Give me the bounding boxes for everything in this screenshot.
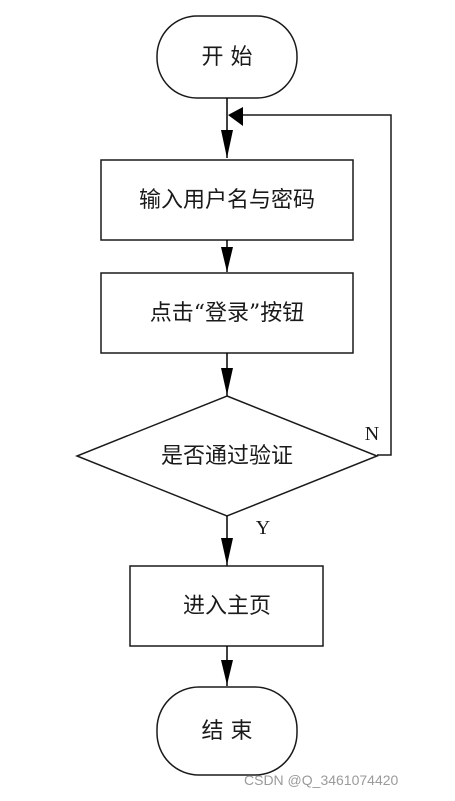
enter-home-node: 进入主页 bbox=[129, 565, 324, 647]
verify-label: 是否通过验证 bbox=[161, 444, 293, 469]
start-label: 开 始 bbox=[202, 45, 253, 70]
arrowhead-click-to-verify bbox=[221, 368, 233, 395]
arrowhead-home-to-end bbox=[221, 660, 233, 685]
verify-decision-node: 是否通过验证 bbox=[74, 395, 380, 517]
start-node: 开 始 bbox=[156, 15, 298, 99]
watermark: CSDN @Q_3461074420 bbox=[244, 772, 399, 788]
arrowhead-loop bbox=[228, 107, 243, 126]
input-credentials-label: 输入用户名与密码 bbox=[139, 188, 315, 213]
click-login-node: 点击“登录”按钮 bbox=[100, 272, 354, 354]
arrowhead-input-to-click bbox=[221, 247, 233, 272]
arrowhead-merge bbox=[221, 130, 233, 158]
end-node: 结 束 bbox=[156, 686, 298, 776]
yes-branch-label: Y bbox=[256, 517, 270, 539]
no-branch-label: N bbox=[365, 423, 379, 445]
edge-no-loop-back bbox=[240, 114, 392, 456]
end-label: 结 束 bbox=[202, 719, 253, 744]
input-credentials-node: 输入用户名与密码 bbox=[100, 159, 354, 241]
enter-home-label: 进入主页 bbox=[183, 594, 271, 619]
click-login-label: 点击“登录”按钮 bbox=[150, 301, 305, 326]
arrowhead-verify-to-home bbox=[221, 538, 233, 565]
